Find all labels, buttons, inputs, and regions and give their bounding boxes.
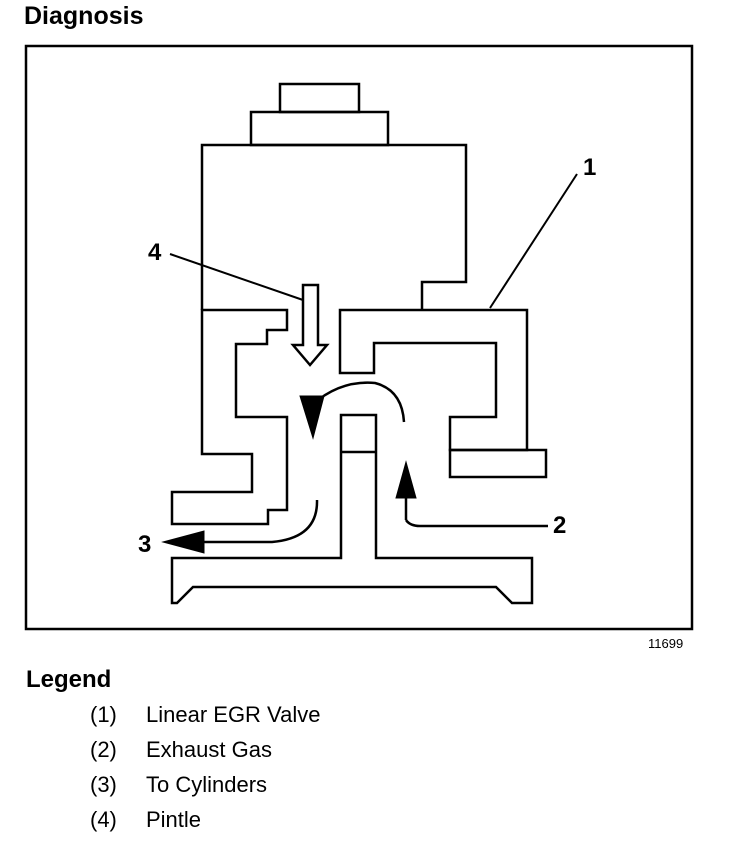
callout-3-label: 3 <box>138 531 151 558</box>
page-title: Diagnosis <box>24 2 144 30</box>
legend-list: (1) Linear EGR Valve (2) Exhaust Gas (3)… <box>90 701 320 841</box>
figure-frame <box>24 44 694 631</box>
callout-1-leader <box>489 173 578 309</box>
cylinder-flow-arrowhead <box>161 530 205 554</box>
legend-text: To Cylinders <box>146 772 268 797</box>
flow-arrowhead-down <box>299 395 325 440</box>
valve-solenoid-housing <box>200 82 468 310</box>
legend-number: (3) <box>90 772 117 797</box>
legend-item: (3) To Cylinders <box>90 771 320 806</box>
callout-4-leader <box>169 253 304 301</box>
legend-number: (2) <box>90 737 117 762</box>
callout-4-label: 4 <box>148 239 162 266</box>
exhaust-inlet-pipe <box>448 448 548 479</box>
callout-2-leader <box>404 519 548 528</box>
figure-code: 11699 <box>648 636 684 651</box>
legend-item: (4) Pintle <box>90 806 320 841</box>
flow-curve-top <box>311 381 406 423</box>
callout-1-label: 1 <box>583 154 596 181</box>
valve-body-left <box>170 308 289 526</box>
diagram-canvas: 1 2 3 4 <box>24 44 694 631</box>
valve-body-right <box>338 308 529 452</box>
legend-item: (1) Linear EGR Valve <box>90 701 320 736</box>
legend-title: Legend <box>26 666 112 693</box>
pintle-arrow <box>290 283 330 367</box>
legend-text: Linear EGR Valve <box>146 702 321 727</box>
callout-2-label: 2 <box>553 512 566 539</box>
legend-number: (4) <box>90 807 117 832</box>
exhaust-flow-arrowhead <box>395 460 417 499</box>
legend-text: Pintle <box>146 807 202 832</box>
legend-number: (1) <box>90 702 117 727</box>
egr-valve-diagram: 1 2 3 4 11699 <box>24 44 694 651</box>
legend-text: Exhaust Gas <box>146 737 272 762</box>
valve-seat-base <box>170 413 534 605</box>
legend-item: (2) Exhaust Gas <box>90 736 320 771</box>
cylinder-flow-curve <box>200 499 319 544</box>
